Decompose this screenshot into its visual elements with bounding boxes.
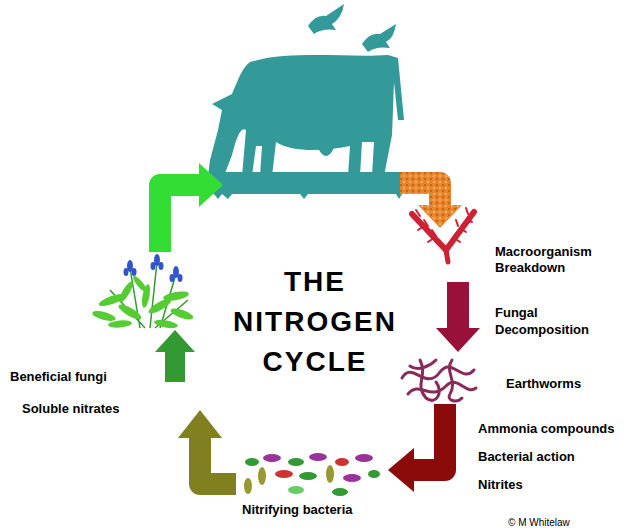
cycle-stage: Macroorganism Breakdown xyxy=(400,198,632,282)
twig-illustration xyxy=(412,208,474,262)
diagram-title: THE NITROGEN CYCLE xyxy=(215,262,415,382)
cycle-stage: Earthworms xyxy=(398,352,634,404)
arrow-head xyxy=(436,328,480,352)
stage-label: Macroorganism Breakdown xyxy=(495,244,625,276)
grass-ground xyxy=(212,172,402,194)
flow-arrow xyxy=(165,350,185,382)
flow-arrow xyxy=(160,185,200,252)
grass-ground xyxy=(214,194,402,199)
bird xyxy=(362,24,396,52)
flow-arrow-head xyxy=(199,163,223,207)
bacteria-illustration xyxy=(244,453,380,496)
arrow-shaft xyxy=(413,404,445,470)
flow-arrow xyxy=(200,436,236,484)
process-label: Nitrites xyxy=(478,476,523,493)
arrow-shaft xyxy=(447,282,469,329)
stage-label: Earthworms xyxy=(506,376,626,392)
process-label: Soluble nitrates xyxy=(22,400,120,417)
bird xyxy=(308,4,344,34)
stage-label: Nitrifying bacteria xyxy=(242,502,388,518)
earthworm-illustration xyxy=(402,360,476,401)
flow-arrow xyxy=(400,183,440,206)
process-label: Beneficial fungi xyxy=(10,368,107,385)
process-label: Ammonia compounds xyxy=(478,420,615,437)
plant-illustration xyxy=(91,254,194,330)
flow-arrow-head xyxy=(155,330,195,352)
copyright-note: © M Whitelaw xyxy=(508,514,570,531)
flow-arrow xyxy=(388,404,445,492)
cow-udder xyxy=(318,148,334,156)
process-label: Bacterial action xyxy=(478,448,575,465)
flow-arrow-head xyxy=(178,410,222,438)
process-label: Fungal Decomposition xyxy=(495,304,605,338)
cycle-stage: Nitrifying bacteria xyxy=(236,446,388,522)
cow-silhouette xyxy=(208,55,404,176)
arrow-head xyxy=(388,448,414,492)
flow-arrow xyxy=(436,282,480,352)
